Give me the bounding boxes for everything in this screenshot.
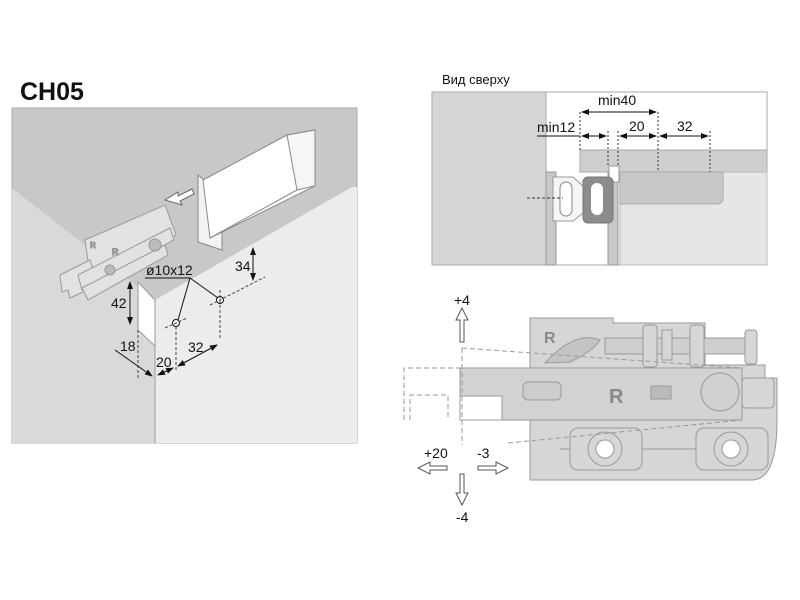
isometric-view: R R ø10x12 34 42 18 20 32 bbox=[11, 107, 358, 444]
adjust-range-outline bbox=[403, 347, 743, 445]
adjust-screw bbox=[604, 337, 746, 355]
dim-32: 32 bbox=[188, 339, 204, 355]
dim-top-32: 32 bbox=[677, 118, 693, 134]
top-view: Вид сверху min40 min12 20 32 bbox=[431, 72, 768, 266]
hinge-mechanism-iso: R R bbox=[59, 204, 177, 301]
adjust-down: -4 bbox=[456, 509, 469, 525]
dim-20: 20 bbox=[156, 354, 172, 370]
top-view-caption: Вид сверху bbox=[442, 72, 510, 87]
left-wall bbox=[12, 188, 155, 443]
insert-arrow-icon bbox=[163, 188, 195, 206]
dim-42: 42 bbox=[111, 295, 127, 311]
arrow-up-icon bbox=[455, 306, 469, 343]
dim-18-line bbox=[114, 349, 153, 377]
side-panel-edge bbox=[137, 280, 156, 348]
hole-size-label: ø10x12 bbox=[146, 262, 193, 278]
arrow-down-icon bbox=[455, 473, 469, 507]
adjustment-view: R R bbox=[403, 292, 778, 525]
adjust-right: -3 bbox=[477, 445, 490, 461]
drawer-box bbox=[197, 129, 316, 251]
dim-32-line bbox=[177, 344, 218, 367]
adjust-left: +20 bbox=[424, 445, 448, 461]
dim-min12: min12 bbox=[537, 119, 575, 135]
dim-min40: min40 bbox=[598, 92, 636, 108]
drawer-front bbox=[619, 171, 724, 205]
mounting-holes bbox=[560, 427, 769, 471]
hinge-arm bbox=[459, 367, 743, 421]
dim-18: 18 bbox=[120, 338, 136, 354]
arrow-right-icon bbox=[477, 461, 510, 475]
part-mark-r-main: R bbox=[609, 386, 624, 408]
part-mark-r-top: R bbox=[544, 330, 556, 347]
model-title: CH05 bbox=[20, 78, 84, 106]
part-mark-r-small: R bbox=[90, 241, 96, 250]
dim-34: 34 bbox=[235, 258, 251, 274]
side-wall bbox=[431, 91, 547, 266]
arrow-left-icon bbox=[416, 461, 448, 475]
part-mark-r: R bbox=[112, 247, 119, 257]
adjust-arrows bbox=[416, 306, 510, 507]
adjust-up: +4 bbox=[454, 292, 470, 308]
center-lines bbox=[137, 276, 266, 378]
right-wall bbox=[155, 187, 357, 443]
dim-top-20: 20 bbox=[629, 118, 645, 134]
dim-20-line bbox=[157, 367, 174, 376]
